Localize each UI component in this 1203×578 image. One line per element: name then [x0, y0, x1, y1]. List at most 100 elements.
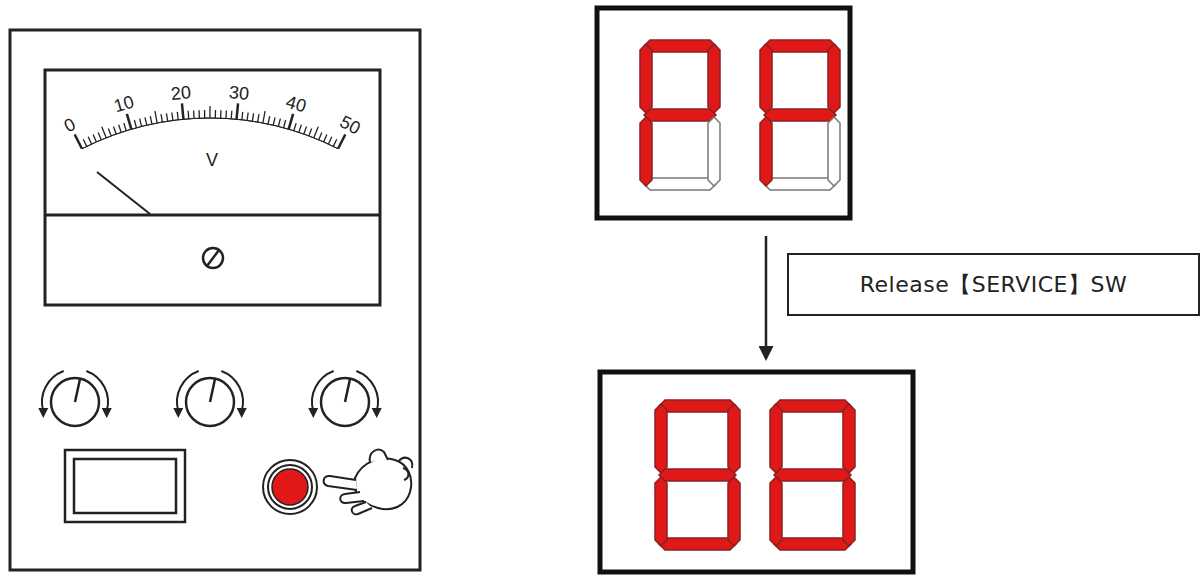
scale-tick [98, 132, 101, 139]
scale-tick [119, 125, 122, 133]
scale-tick [258, 114, 259, 122]
scale-tick [182, 103, 184, 119]
scale-tick [319, 132, 322, 139]
segment [764, 109, 836, 121]
segment [774, 400, 851, 412]
segment [843, 477, 855, 546]
segment [644, 178, 716, 190]
scale-tick [328, 137, 331, 144]
scale-tick [304, 127, 307, 135]
scale-tick [289, 114, 293, 129]
zero-adjust-screw [203, 248, 223, 268]
scale-tick [188, 111, 190, 119]
scale-tick [263, 111, 265, 123]
segment [774, 538, 851, 550]
scale-tick [324, 135, 327, 142]
scale-number: 30 [228, 82, 250, 105]
scale-arc [82, 118, 338, 149]
segment [655, 477, 667, 546]
segment [760, 44, 772, 113]
voltmeter [45, 70, 380, 305]
segment [644, 109, 716, 121]
segment [774, 469, 851, 481]
knob [173, 371, 246, 426]
segment [828, 44, 840, 113]
scale-tick [198, 110, 200, 118]
scale-tick [237, 103, 239, 119]
scale-tick [209, 106, 210, 118]
segment [770, 404, 782, 473]
scale-tick [155, 111, 157, 123]
knobs [38, 371, 381, 426]
scale-tick [150, 116, 152, 124]
seven-segment-digit [770, 400, 855, 550]
segment [728, 404, 740, 473]
segment [764, 178, 836, 190]
scale-tick [215, 110, 216, 118]
scale-tick [193, 110, 195, 118]
segment [764, 40, 836, 52]
device-housing [10, 30, 420, 570]
scale-tick [268, 116, 270, 124]
scale-tick [145, 117, 147, 125]
scale-tick [204, 110, 205, 118]
scale-tick [247, 113, 248, 121]
scale-tick [124, 123, 126, 131]
unit-label: V [206, 150, 218, 171]
scale-tick [177, 112, 179, 120]
segment [770, 477, 782, 546]
segment [640, 44, 652, 113]
flow-arrow [765, 236, 768, 358]
segment [644, 40, 716, 52]
power-switch [65, 450, 185, 522]
instruction-box: Release【SERVICE】SW [787, 253, 1200, 316]
display-panel-before [597, 8, 850, 218]
segment [828, 117, 840, 186]
scale-number: 20 [170, 82, 192, 105]
scale-tick [231, 111, 233, 119]
scale-tick [252, 113, 253, 121]
segment [843, 404, 855, 473]
scale-tick [241, 112, 243, 120]
scale-tick [314, 127, 318, 138]
knob [308, 371, 381, 426]
scale-tick [140, 119, 142, 127]
scale-tick [299, 125, 302, 133]
scale-tick [102, 127, 106, 138]
segment [655, 404, 667, 473]
service-button [263, 460, 317, 514]
scale-tick [166, 113, 167, 121]
scale-tick [309, 128, 312, 135]
seven-segment-digit [655, 400, 740, 550]
scale-tick [284, 120, 286, 128]
scale-tick [333, 139, 336, 146]
knob [38, 371, 111, 426]
scale-tick [83, 139, 86, 146]
scale-tick [88, 137, 91, 144]
pointing-hand [324, 450, 413, 515]
scale-tick [273, 117, 275, 125]
display-panel-after [600, 372, 913, 572]
segment [708, 117, 720, 186]
seven-segment-digit [760, 40, 840, 190]
seven-segment-digit [640, 40, 720, 190]
scale-tick [108, 128, 111, 135]
segment [659, 469, 736, 481]
scale-tick [127, 114, 131, 129]
scale-tick [172, 113, 173, 121]
instruction-text: Release【SERVICE】SW [860, 270, 1127, 300]
scale-tick [93, 135, 96, 142]
segment [659, 400, 736, 412]
scale-tick [338, 134, 345, 148]
scale-tick [220, 110, 222, 118]
scale-tick [225, 110, 227, 118]
segment [708, 44, 720, 113]
segment [640, 117, 652, 186]
segment [760, 117, 772, 186]
scale-tick [75, 134, 82, 148]
meter-needle [97, 172, 150, 214]
segment [659, 538, 736, 550]
scale-tick [113, 127, 116, 135]
scale-tick [294, 123, 296, 131]
